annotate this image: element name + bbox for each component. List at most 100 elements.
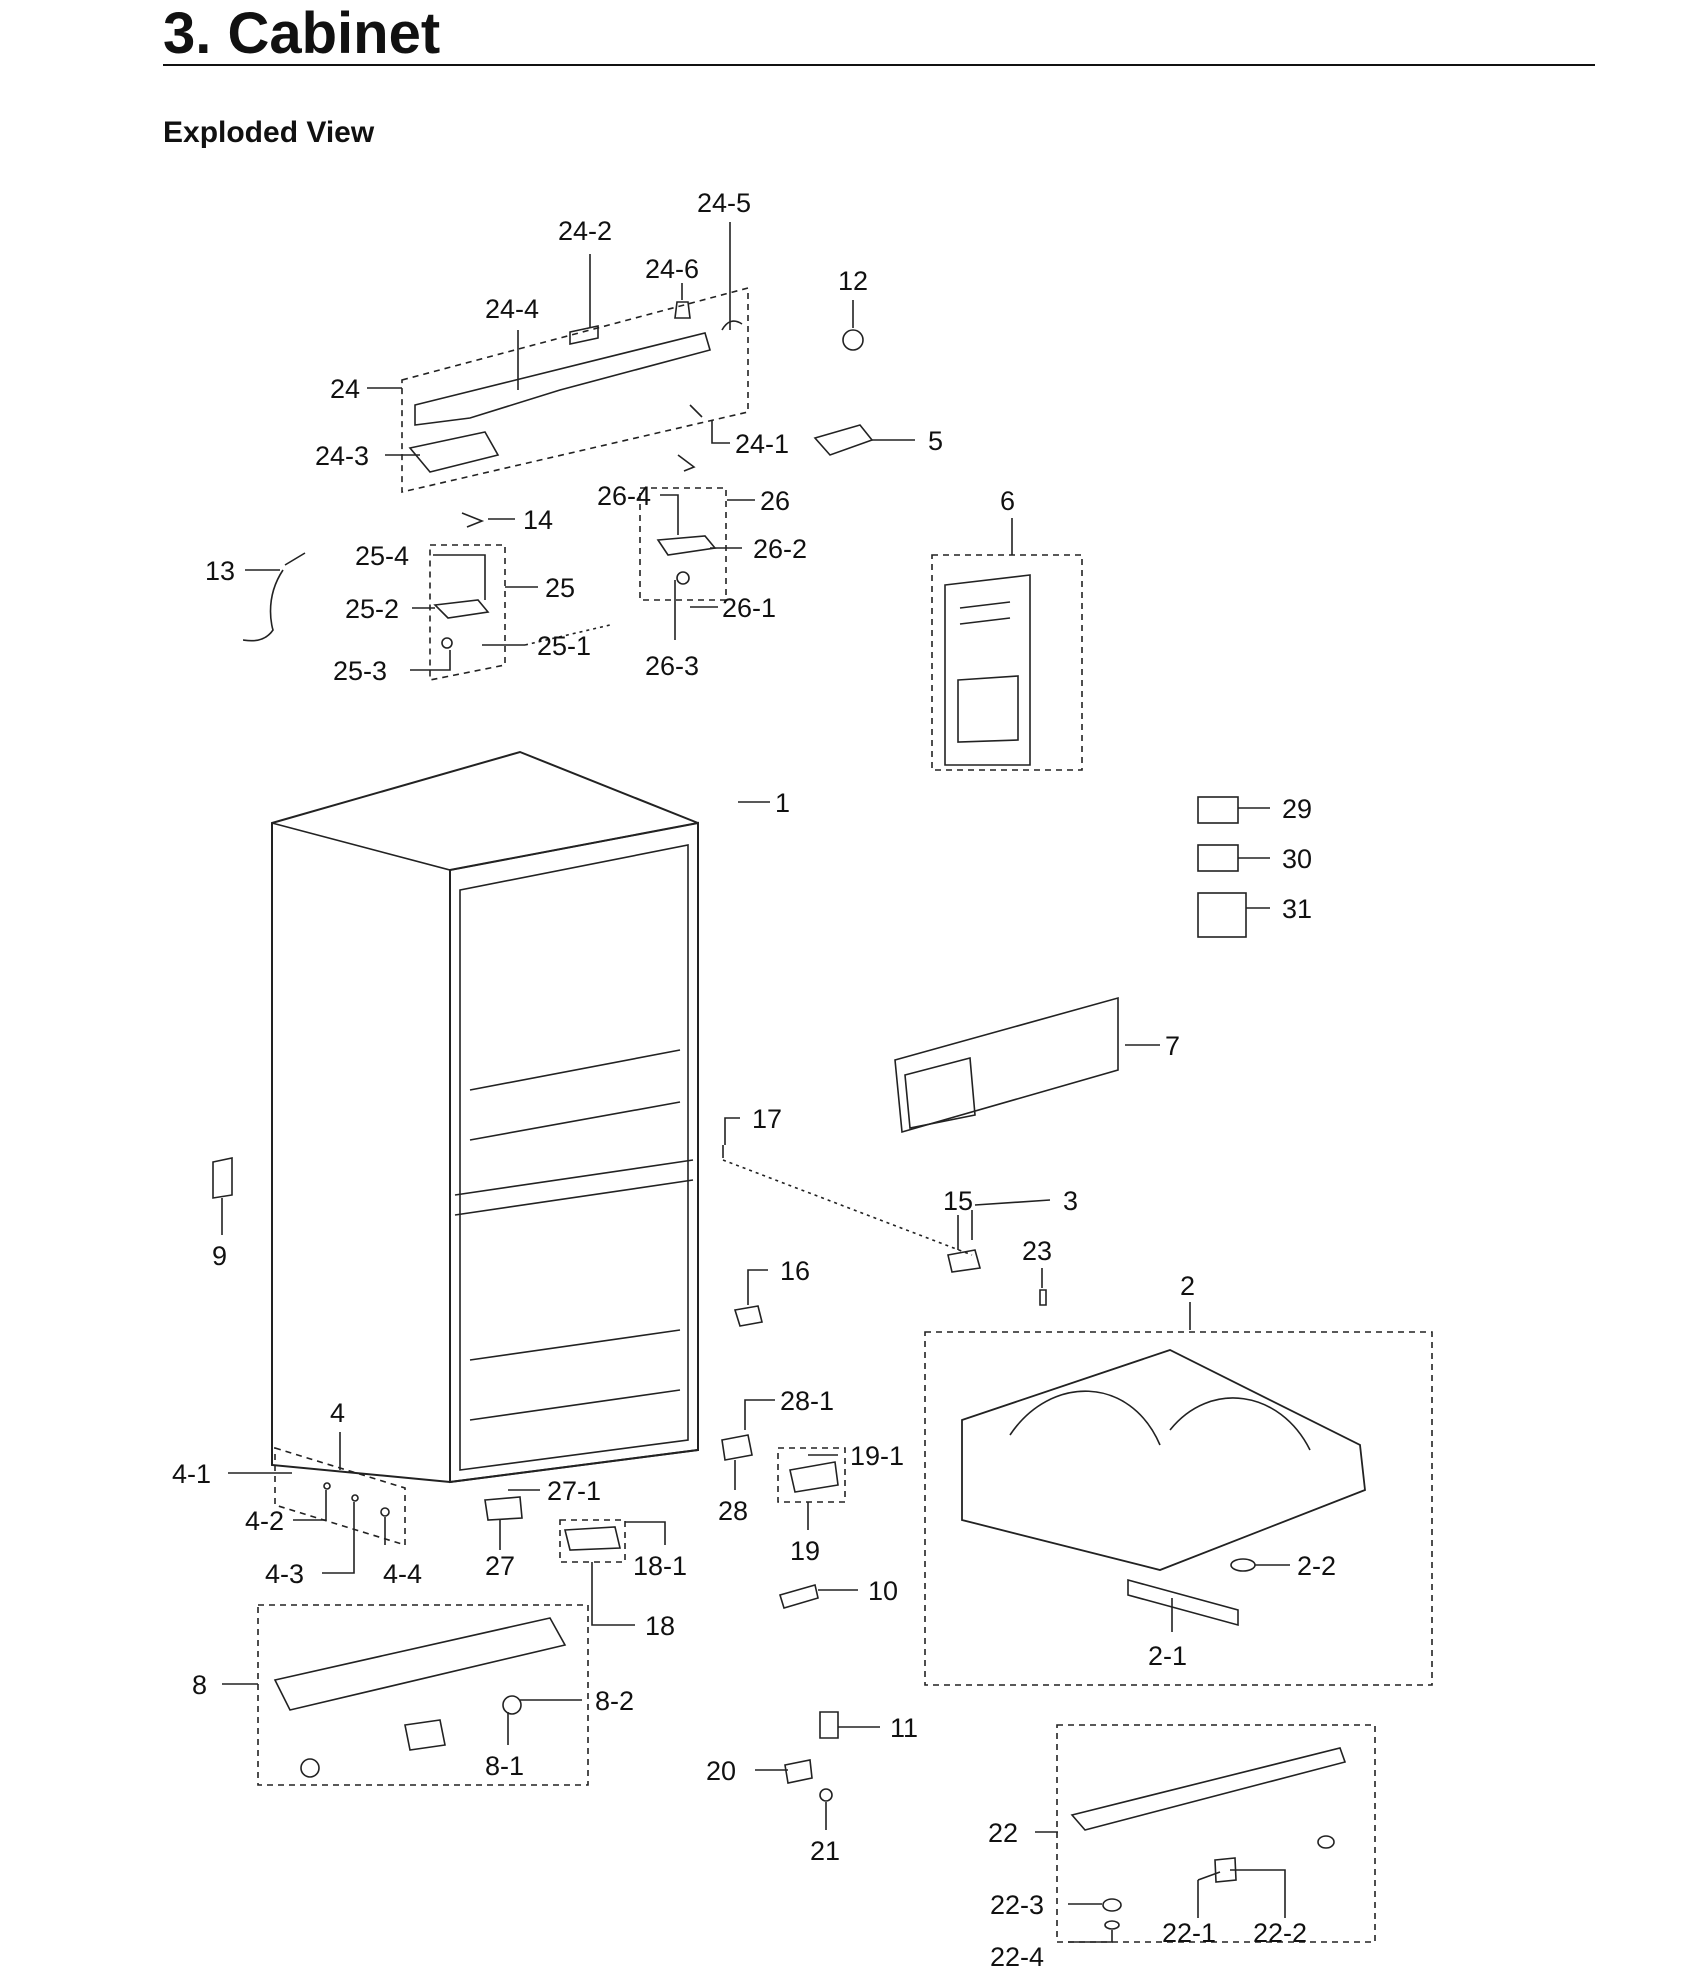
leader-24-1 xyxy=(711,420,730,444)
part-2-2-mount xyxy=(1230,1558,1256,1572)
callout-label: 19-1 xyxy=(850,1441,904,1471)
leader-22-4 xyxy=(1068,1930,1113,1943)
callout-label: 24-1 xyxy=(735,429,789,459)
part-19-group-box xyxy=(777,1447,846,1503)
callout-label: 26-2 xyxy=(753,534,807,564)
callout-label: 25-4 xyxy=(355,541,409,571)
cabinet-inner-frame xyxy=(459,844,689,1471)
callout-label: 1 xyxy=(775,788,790,818)
callout-label: 21 xyxy=(810,1836,840,1866)
part-25-2-hinge xyxy=(433,599,490,619)
callout-label: 20 xyxy=(706,1756,736,1786)
part-6-vent-2 xyxy=(959,617,1011,625)
callout-label: 22-3 xyxy=(990,1890,1044,1920)
part-9-bracket xyxy=(212,1157,233,1199)
part-25-3-washer xyxy=(441,637,453,649)
part-22-rail xyxy=(1070,1747,1347,1831)
callout-label: 24-2 xyxy=(558,216,612,246)
callout-label: 4-3 xyxy=(265,1559,304,1589)
part-12-cap xyxy=(842,329,864,351)
part-4-2-screw xyxy=(323,1482,331,1490)
part-13-power-cord xyxy=(242,552,306,642)
callout-label: 13 xyxy=(205,556,235,586)
leader-17 xyxy=(724,1117,740,1145)
part-20-valve xyxy=(784,1759,813,1784)
page-title: 3. Cabinet xyxy=(163,1,441,66)
part-24-2-clip xyxy=(569,325,599,345)
callout-label: 31 xyxy=(1282,894,1312,924)
callout-label: 2 xyxy=(1180,1271,1195,1301)
callout-label: 25-3 xyxy=(333,656,387,686)
callout-label: 12 xyxy=(838,266,868,296)
leader-17-dotted xyxy=(722,1159,973,1256)
callout-label: 26-1 xyxy=(722,593,776,623)
part-6-vent-1 xyxy=(959,601,1011,609)
part-4-group-box xyxy=(274,1446,406,1547)
callout-label: 22-4 xyxy=(990,1942,1044,1972)
part-24-group-box xyxy=(401,286,749,494)
cabinet-shelf-2 xyxy=(469,1101,681,1141)
callout-label: 4-1 xyxy=(172,1459,211,1489)
part-8-base-plate xyxy=(273,1617,567,1711)
part-19-bracket xyxy=(789,1461,839,1493)
part-26-group-box xyxy=(639,487,727,601)
leader-22-2 xyxy=(1230,1869,1286,1918)
callout-label: 26 xyxy=(760,486,790,516)
part-24-3-plate xyxy=(408,431,500,473)
callout-label: 8-2 xyxy=(595,1686,634,1716)
callout-label: 16 xyxy=(780,1256,810,1286)
callout-label: 25-2 xyxy=(345,594,399,624)
callout-label: 24-3 xyxy=(315,441,369,471)
callout-label: 7 xyxy=(1165,1031,1180,1061)
leader-25-4 xyxy=(433,554,486,600)
callout-label: 23 xyxy=(1022,1236,1052,1266)
callout-label: 26-3 xyxy=(645,651,699,681)
callout-label: 25 xyxy=(545,573,575,603)
part-24-1-screw xyxy=(689,404,703,418)
callout-label: 5 xyxy=(928,426,943,456)
part-23-bolt xyxy=(1039,1289,1047,1306)
leader-18 xyxy=(591,1562,635,1626)
title-rule xyxy=(163,64,1595,66)
callout-label: 30 xyxy=(1282,844,1312,874)
cabinet-freezer-divider xyxy=(454,1179,694,1216)
callout-label: 25-1 xyxy=(537,631,591,661)
part-28-bracket xyxy=(721,1434,753,1461)
leader-28-1 xyxy=(744,1399,775,1430)
callout-label: 4-2 xyxy=(245,1506,284,1536)
cabinet-shelf-1 xyxy=(469,1049,681,1091)
part-18-bracket xyxy=(563,1526,622,1551)
part-25-group-box xyxy=(429,544,506,681)
cabinet-body xyxy=(271,750,699,1484)
callout-label: 4-4 xyxy=(383,1559,422,1589)
part-26-2-hinge xyxy=(656,535,717,556)
part-22-group-box xyxy=(1056,1724,1376,1943)
part-8-bracket xyxy=(404,1719,446,1751)
leader-25-3 xyxy=(410,650,451,671)
part-22-4-mount xyxy=(1104,1920,1120,1930)
callout-label: 27 xyxy=(485,1551,515,1581)
callout-label: 22-2 xyxy=(1253,1918,1307,1948)
part-26-1-washer xyxy=(676,571,690,585)
callout-label: 18-1 xyxy=(633,1551,687,1581)
part-4-4-screw xyxy=(380,1507,390,1517)
cabinet-shelf-3 xyxy=(469,1329,681,1361)
part-6-back-cover xyxy=(944,574,1031,766)
part-30-pcb xyxy=(1197,844,1239,872)
part-31-pcb xyxy=(1197,892,1247,938)
part-15-hinge xyxy=(947,1249,982,1273)
part-8-group-box xyxy=(257,1604,589,1786)
callout-label: 4 xyxy=(330,1398,345,1428)
part-21-cap xyxy=(819,1788,833,1802)
part-4-3-screw xyxy=(351,1494,359,1502)
part-22-3-mount xyxy=(1102,1898,1122,1912)
part-2-dome-1 xyxy=(1009,1390,1161,1446)
section-heading: Exploded View xyxy=(163,116,375,149)
leader-16 xyxy=(747,1269,768,1305)
part-2-1-bar xyxy=(1127,1578,1239,1627)
callout-label: 15 xyxy=(943,1186,973,1216)
callout-label: 8 xyxy=(192,1670,207,1700)
callout-label: 24-6 xyxy=(645,254,699,284)
cabinet-divider xyxy=(454,1159,694,1196)
